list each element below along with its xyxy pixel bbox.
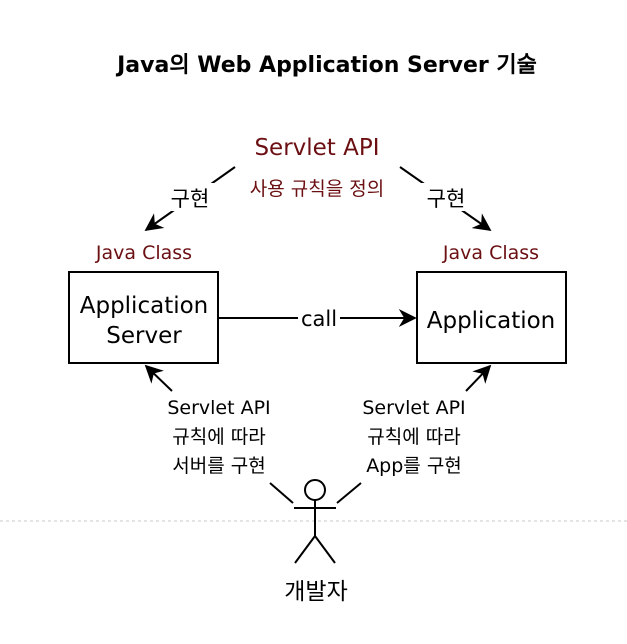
left-rule-line2: 규칙에 따라 bbox=[172, 426, 265, 448]
left-rule-line3: 서버를 구현 bbox=[172, 455, 265, 477]
right-rule-line2: 규칙에 따라 bbox=[367, 426, 460, 448]
right-rule-line3: App를 구현 bbox=[366, 455, 462, 477]
right-stereotype: Java Class bbox=[442, 242, 539, 264]
application-server-box bbox=[68, 271, 219, 364]
left-rule-arrow-tail bbox=[269, 482, 294, 504]
left-rule-line1: Servlet API bbox=[167, 397, 270, 419]
developer-actor-icon bbox=[294, 479, 336, 564]
right-rule-arrow-tail bbox=[336, 482, 362, 504]
servlet-api-sublabel: 사용 규칙을 정의 bbox=[250, 178, 384, 200]
application-label: Application bbox=[427, 308, 556, 334]
right-rule-line1: Servlet API bbox=[362, 397, 465, 419]
left-stereotype: Java Class bbox=[95, 242, 192, 264]
call-label: call bbox=[301, 307, 337, 331]
left-implement-label: 구현 bbox=[171, 187, 210, 211]
right-rule-arrow-head bbox=[465, 364, 492, 392]
application-box bbox=[416, 271, 567, 364]
application-server-label-line2: Server bbox=[106, 323, 182, 349]
right-implement-label: 구현 bbox=[427, 187, 466, 211]
page-title: Java의 Web Application Server 기술 bbox=[115, 53, 537, 78]
developer-label: 개발자 bbox=[284, 579, 347, 605]
left-rule-arrow-head bbox=[144, 364, 173, 392]
application-server-label-line1: Application bbox=[80, 293, 209, 319]
servlet-api-label: Servlet API bbox=[254, 135, 379, 161]
